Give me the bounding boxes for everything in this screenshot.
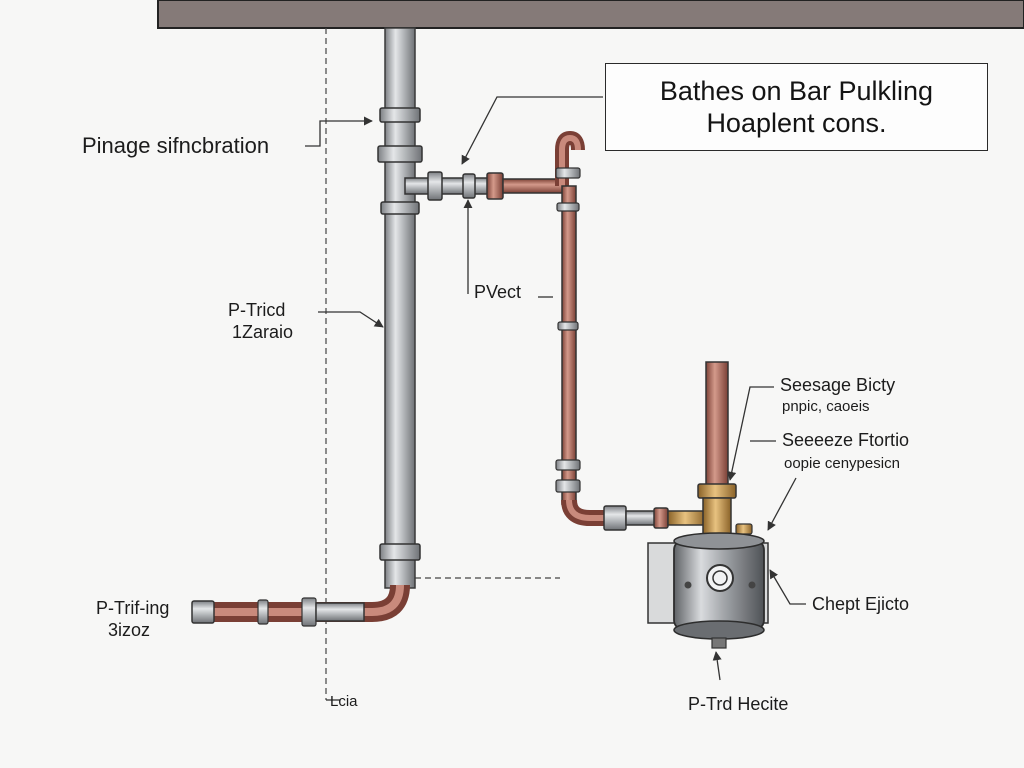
label-seeeze-line2: oopie cenypesicn <box>784 455 900 472</box>
label-bottom: Lcia <box>330 693 358 710</box>
label-p-trio-line2: 1Zaraio <box>232 322 294 342</box>
label-seesage-line2: pnpic, caoeis <box>782 398 870 415</box>
label-p-trifing-line2: 3izoz <box>108 620 151 640</box>
label-p-trio-line1: P-Tricd <box>228 300 286 320</box>
main-stack-pipe <box>377 27 423 589</box>
ceiling-slab <box>157 0 1024 29</box>
label-p-trd: P-Trd Hecite <box>688 694 789 714</box>
pump-inlet-pipe <box>603 505 707 531</box>
lower-drain-pipe <box>191 584 410 627</box>
title-line-2: Hoaplent cons. <box>706 108 887 138</box>
leader-lines <box>305 96 806 701</box>
pump-vent-pipe <box>697 361 753 535</box>
label-chept: Chept Ejicto <box>812 594 910 614</box>
copper-riser-pipe <box>555 130 610 526</box>
label-pvect: PVect <box>474 282 522 302</box>
label-seeeze-line1: Seeeeze Ftortio <box>782 430 910 450</box>
dashed-guides <box>325 28 560 700</box>
label-seesage-line1: Seesage Bicty <box>780 375 896 395</box>
title-line-1: Bathes on Bar Pulkling <box>659 76 934 106</box>
label-pinage: Pinage sifncbration <box>82 133 270 158</box>
title-box: Bathes on Bar Pulkling Hoaplent cons. <box>605 63 988 151</box>
label-p-trifing-line1: P-Trif-ing <box>96 598 170 618</box>
ejector-pump <box>647 532 769 649</box>
upper-branch-pipe <box>404 171 564 201</box>
